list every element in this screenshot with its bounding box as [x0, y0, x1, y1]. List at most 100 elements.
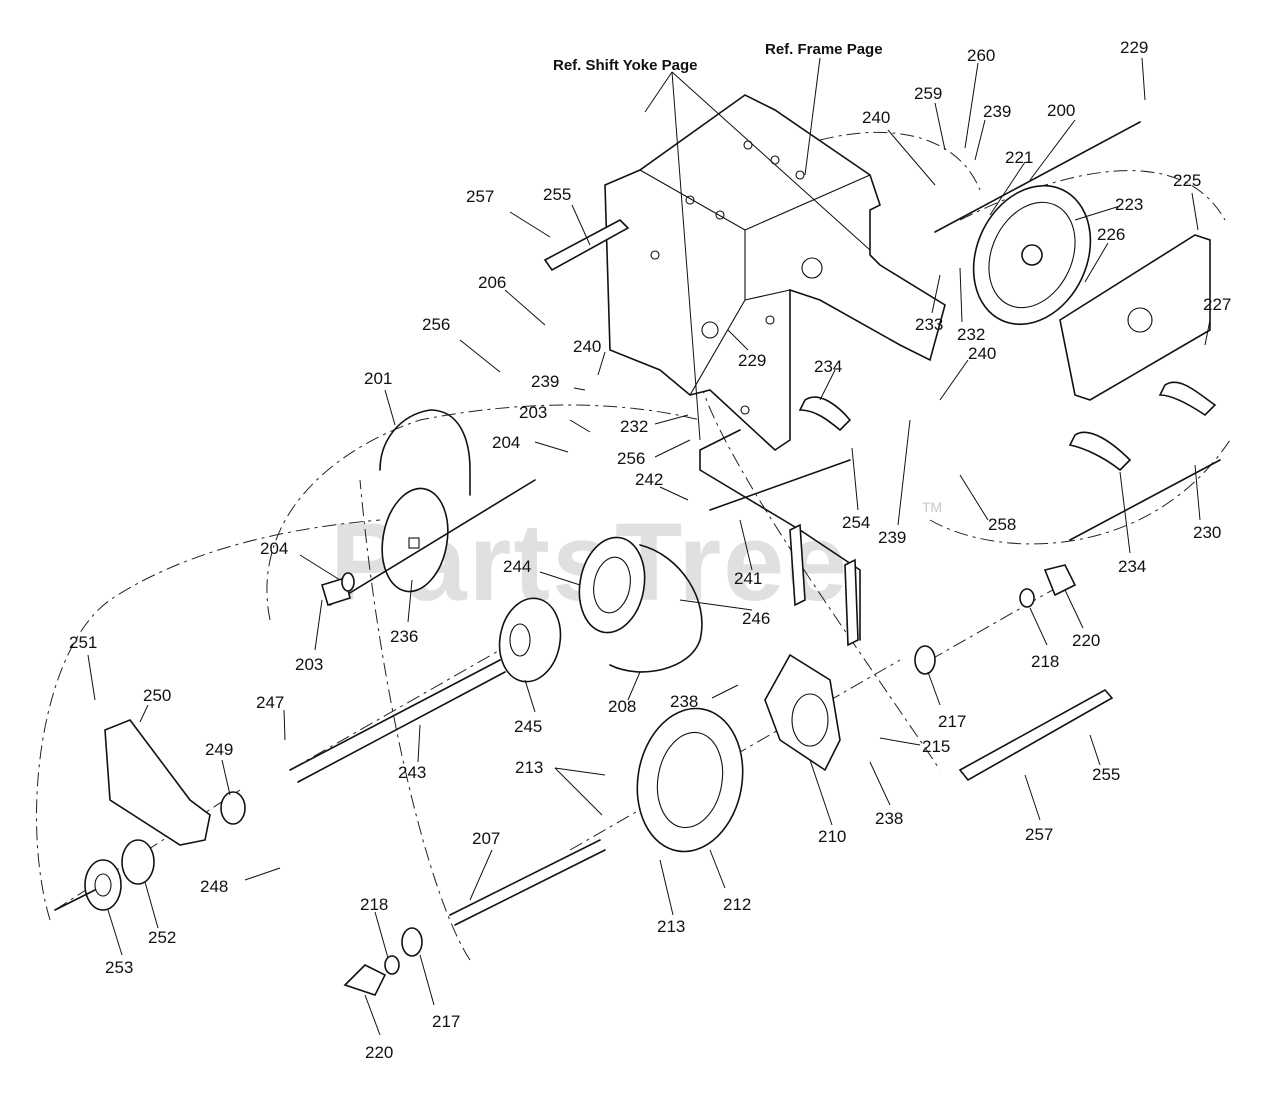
callout-label: 255 [1092, 765, 1120, 784]
ring-217 [914, 645, 936, 675]
pulley-hub [1021, 244, 1043, 266]
axle-243-edge [297, 671, 506, 783]
shaft-207-edge [454, 849, 606, 926]
plate-210 [764, 653, 841, 772]
callout-label: 212 [723, 895, 751, 914]
ref-frame-label: Ref. Frame Page [765, 41, 883, 58]
spring-234 [1158, 381, 1217, 417]
pulley-inner [988, 201, 1076, 309]
callout-label: 217 [938, 712, 966, 731]
ref-shift-leader-a [644, 71, 673, 113]
chain-208 [609, 544, 703, 673]
frame-hole [765, 315, 775, 325]
callout-label: 229 [1120, 38, 1148, 57]
callout-label: 220 [365, 1043, 393, 1062]
callout-label: 240 [862, 108, 890, 127]
frame-body [604, 94, 946, 452]
callout-label: 225 [1173, 171, 1201, 190]
spring-234b [1068, 431, 1132, 472]
assembly-line-frame [819, 131, 981, 191]
assembly-axis-shaft [289, 649, 501, 771]
callout-label: 201 [364, 369, 392, 388]
callout-label: 241 [734, 569, 762, 588]
callout-label: 245 [514, 717, 542, 736]
callout-label: 226 [1097, 225, 1125, 244]
shift-fork-left [789, 523, 806, 607]
axle-assembly [54, 572, 506, 911]
callout-label: 253 [105, 958, 133, 977]
callout-label: 234 [814, 357, 842, 376]
sprocket-244-inner [593, 556, 631, 614]
callout-leaders [87, 57, 1211, 1036]
flange-220-left [343, 964, 387, 996]
callout-label: 210 [818, 827, 846, 846]
watermark-trademark: TM [922, 499, 942, 515]
callout-label: 207 [472, 829, 500, 848]
frame-hole [701, 321, 719, 339]
assembly-line-chain-loop [266, 404, 701, 621]
callout-label: 200 [1047, 101, 1075, 120]
spring-234c [798, 396, 852, 432]
frame-front-edge [689, 299, 746, 396]
callout-label: 213 [657, 917, 685, 936]
chain-201 [379, 409, 471, 496]
washer-204 [341, 572, 355, 592]
callout-label: 213 [515, 758, 543, 777]
side-plate [1059, 234, 1211, 401]
callout-label: 208 [608, 697, 636, 716]
callout-label: 220 [1072, 631, 1100, 650]
callout-label: 251 [69, 633, 97, 652]
callout-label: 243 [398, 763, 426, 782]
seal-253-bore [94, 873, 112, 897]
shaft-axis [329, 479, 536, 606]
callout-label: 240 [573, 337, 601, 356]
callout-label: 247 [256, 693, 284, 712]
shaft-207 [449, 839, 601, 916]
callout-label: 206 [478, 273, 506, 292]
plate-210-hole [791, 693, 829, 747]
callout-label: 232 [957, 325, 985, 344]
bracket-250 [104, 719, 211, 846]
callout-label: 239 [878, 528, 906, 547]
callout-label: 203 [295, 655, 323, 674]
shift-rod [699, 429, 861, 641]
callout-label: 223 [1115, 195, 1143, 214]
callout-label: 204 [260, 539, 288, 558]
ring-217b [401, 927, 423, 957]
sprocket-236 [381, 487, 449, 593]
callout-label: 240 [968, 344, 996, 363]
rod-255-top [543, 219, 630, 272]
drive-wheel-212 [636, 707, 744, 853]
frame-housing [604, 94, 946, 452]
callout-label: 234 [1118, 557, 1146, 576]
bearing-249 [220, 791, 246, 825]
axle-end [54, 889, 96, 911]
shift-rod-assembly [699, 429, 861, 647]
callout-label: 217 [432, 1012, 460, 1031]
callout-label: 244 [503, 557, 531, 576]
callout-label: 248 [200, 877, 228, 896]
ref-shift-leader-c [671, 71, 871, 251]
callout-label: 215 [922, 737, 950, 756]
shaft-200 [934, 121, 1141, 233]
seal-253 [84, 859, 122, 911]
callout-label: 242 [635, 470, 663, 489]
frame-hole [685, 195, 695, 205]
callout-label: 229 [738, 351, 766, 370]
bushing-252 [121, 839, 155, 885]
shaft-230 [1069, 459, 1221, 541]
callout-label: 239 [531, 372, 559, 391]
callout-label: 256 [617, 449, 645, 468]
shaft-241 [709, 459, 851, 511]
callout-label: 249 [205, 740, 233, 759]
callout-label: 260 [967, 46, 995, 65]
ref-shift-yoke-label: Ref. Shift Yoke Page [553, 57, 698, 74]
callout-label: 230 [1193, 523, 1221, 542]
assembly-line-right [929, 439, 1231, 545]
hub-245-bore [509, 623, 531, 657]
drive-assembly [343, 219, 1114, 996]
callout-label: 233 [915, 315, 943, 334]
washer-218b [384, 955, 400, 975]
washer-218 [1019, 588, 1035, 608]
